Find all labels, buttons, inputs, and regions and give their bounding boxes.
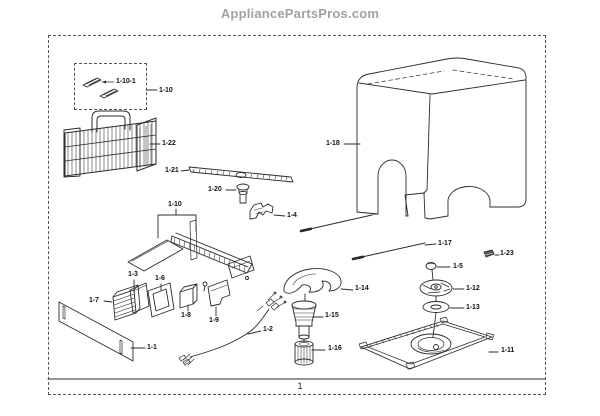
part-drawing-1-3: [129, 282, 150, 314]
label-1-14: 1-14: [355, 285, 369, 292]
kit-box-1-10: [74, 63, 147, 110]
label-1-10-box: 1-10: [159, 87, 173, 94]
label-1-3: 1-3: [128, 271, 138, 278]
part-drawing-1-9: [202, 279, 231, 307]
label-1-12: 1-12: [466, 285, 480, 292]
label-1-16: 1-16: [328, 345, 342, 352]
part-drawing-1-10-1: [82, 77, 119, 99]
part-drawing-1-5: [425, 262, 437, 281]
part-drawing-1-6: [147, 282, 175, 318]
part-drawing-1-20: [236, 183, 250, 204]
part-drawing-1-2: [178, 291, 287, 366]
label-1-5: 1-5: [453, 263, 463, 270]
label-1-11: 1-11: [501, 347, 515, 354]
label-1-8: 1-8: [181, 312, 191, 319]
label-1-4: 1-4: [287, 212, 297, 219]
leader-1-4: [273, 214, 286, 217]
part-drawing-1-17: [299, 213, 426, 261]
part-drawing-1-15: [291, 300, 317, 340]
part-drawing-1-10-assembly: [127, 208, 255, 280]
label-1-18: 1-18: [326, 140, 340, 147]
part-drawing-1-12: [419, 279, 453, 302]
part-drawing-1-18: [356, 57, 527, 220]
part-drawing-1-1: [58, 301, 134, 362]
part-drawing-1-21: [188, 166, 294, 183]
label-1-23: 1-23: [500, 250, 514, 257]
part-drawing-1-4: [249, 202, 274, 220]
part-drawing-1-8: [179, 283, 198, 309]
label-1-20: 1-20: [208, 186, 222, 193]
label-1-15: 1-15: [325, 312, 339, 319]
label-1-21: 1-21: [165, 167, 179, 174]
label-1-1: 1-1: [147, 344, 157, 351]
site-title: AppliancePartsPros.com: [220, 6, 380, 21]
label-1-7: 1-7: [89, 297, 99, 304]
leader-1-2: [247, 330, 262, 335]
part-drawing-1-7: [112, 284, 141, 321]
label-1-22: 1-22: [162, 140, 176, 147]
label-1-6: 1-6: [155, 275, 165, 282]
part-drawing-1-13: [422, 301, 450, 338]
label-1-17: 1-17: [438, 240, 452, 247]
part-drawing-1-14: [283, 268, 342, 302]
label-1-2: 1-2: [263, 326, 273, 333]
part-drawing-1-16: [294, 338, 314, 366]
label-1-13: 1-13: [466, 304, 480, 311]
part-drawing-1-11: [358, 316, 495, 370]
label-1-10-1: 1-10-1: [116, 78, 136, 85]
label-1-9: 1-9: [209, 317, 219, 324]
diagram-page-border: [48, 35, 546, 395]
part-drawing-1-22: [63, 110, 157, 178]
leader-1-21: [180, 169, 190, 172]
leader-1-14: [340, 288, 354, 291]
page-number: 1: [297, 381, 303, 391]
label-1-10-rail: 1-10: [168, 201, 182, 208]
part-drawing-1-23: [483, 249, 495, 258]
leader-1-17: [424, 243, 437, 246]
leader-1-7: [103, 300, 113, 303]
